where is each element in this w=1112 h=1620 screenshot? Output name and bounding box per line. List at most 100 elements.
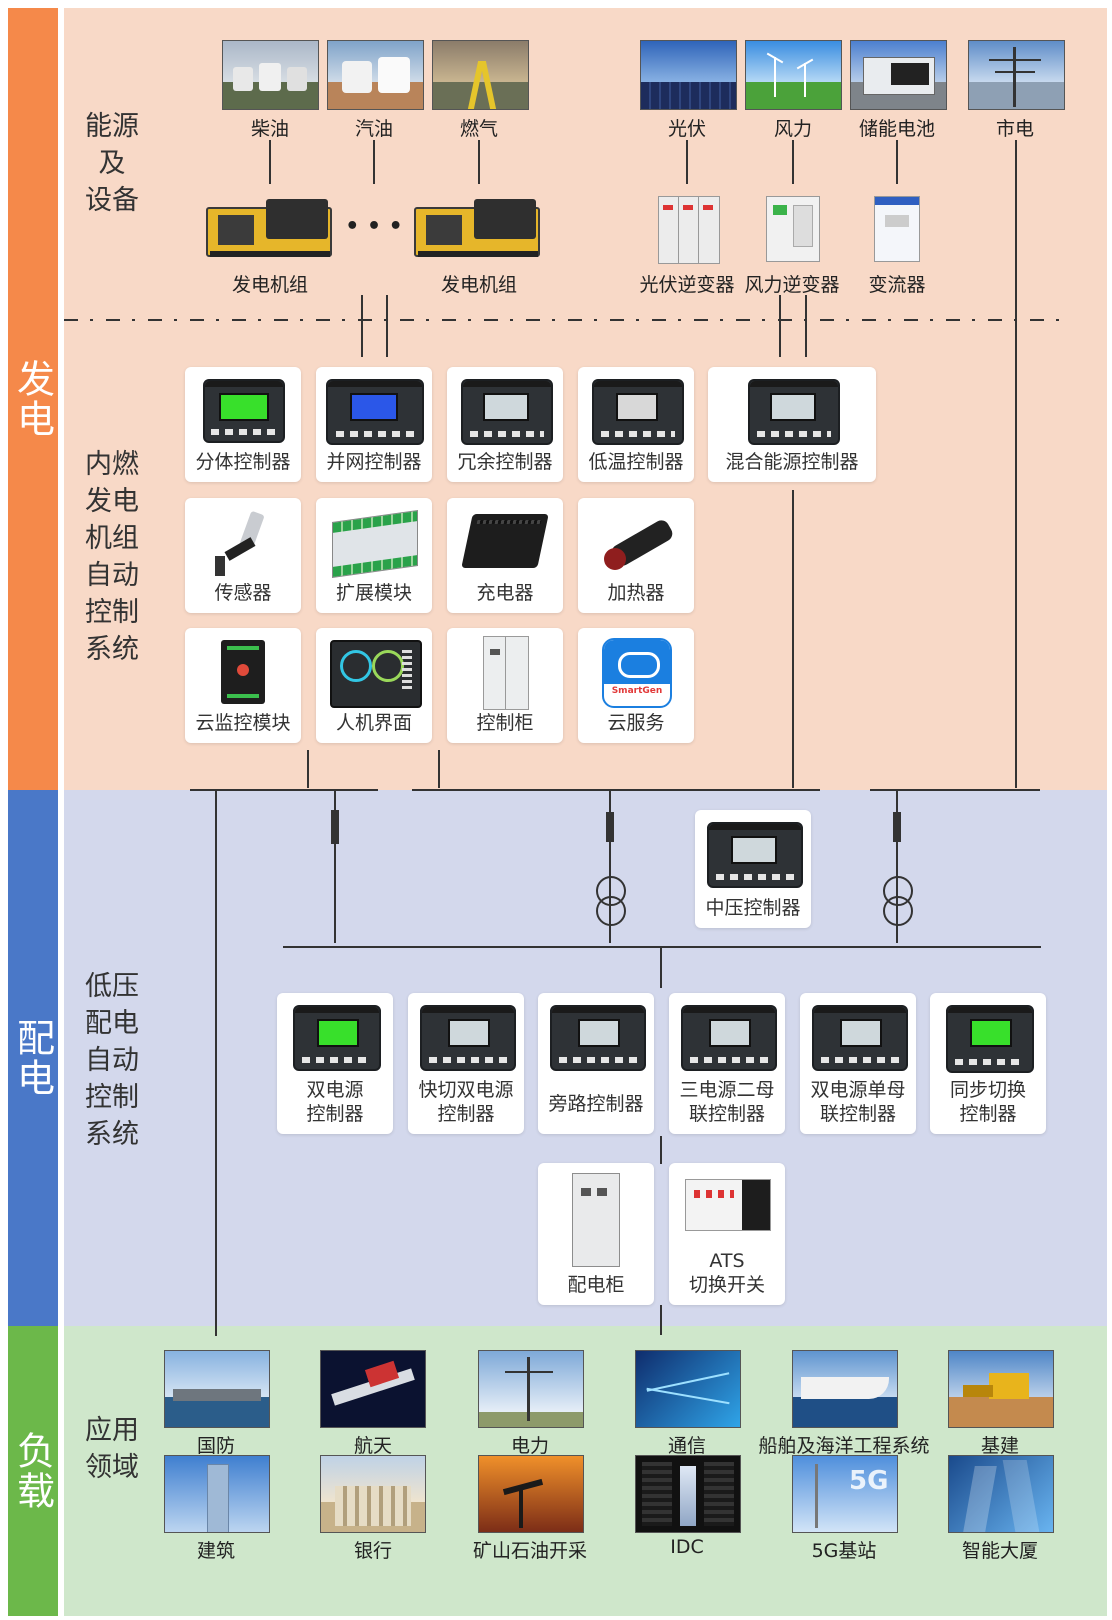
genset-label: 发电机组: [231, 274, 309, 296]
dist-controller-label: 双电源单母: [810, 1079, 906, 1101]
application-label: IDC: [670, 1536, 704, 1558]
arrow-line: [896, 140, 898, 184]
distribution-cabinet-card[interactable]: 配电柜: [538, 1163, 654, 1305]
system-label-line: 系统: [85, 634, 139, 665]
application-field-label: 应用 领域: [82, 1412, 142, 1486]
energy-label-line: 能源: [85, 111, 139, 142]
controller-card[interactable]: 冗余控制器: [447, 367, 563, 482]
application-label: 基建: [980, 1435, 1020, 1457]
mining-photo: [478, 1455, 584, 1533]
system-label-line: 发电: [85, 486, 139, 517]
accessory-card[interactable]: 扩展模块: [316, 498, 432, 613]
ats-switch-icon: [685, 1179, 771, 1231]
extra-label: 人机界面: [335, 712, 412, 734]
idc-photo: [635, 1455, 741, 1533]
dist-controller-label: 双电源: [306, 1079, 364, 1101]
arrow-line: [779, 295, 781, 357]
mv-controller-card[interactable]: 中压控制器: [695, 810, 811, 928]
cloud-brand: SmartGen: [611, 686, 663, 696]
dist-controller-label: 控制器: [437, 1103, 495, 1125]
dist-controller-card[interactable]: 同步切换 控制器: [930, 993, 1046, 1134]
arrow-line: [269, 140, 271, 184]
extra-card[interactable]: SmartGen 云服务: [578, 628, 694, 743]
power-photo: [478, 1350, 584, 1428]
distribution-cabinet-label: 配电柜: [567, 1274, 625, 1296]
feeder-line: [896, 791, 898, 943]
dist-controller-label: 控制器: [306, 1103, 364, 1125]
application-label: 银行: [353, 1540, 393, 1562]
application-label: 智能大厦: [961, 1540, 1039, 1562]
arrow-line: [792, 490, 794, 788]
dist-controller-label: 旁路控制器: [548, 1093, 644, 1115]
application-label: 通信: [667, 1435, 707, 1457]
accessory-card[interactable]: 传感器: [185, 498, 301, 613]
controller-card[interactable]: 低温控制器: [578, 367, 694, 482]
genset-label: 发电机组: [440, 274, 518, 296]
charger-icon: [461, 514, 549, 568]
extra-label: 云监控模块: [195, 712, 291, 734]
wind-photo: [745, 40, 842, 110]
distribution-cabinet-icon: [572, 1173, 620, 1267]
feeder-line: [609, 791, 611, 943]
cloud-service-icon: SmartGen: [602, 638, 672, 708]
defense-photo: [164, 1350, 270, 1428]
building-photo: [164, 1455, 270, 1533]
dist-label-line: 自动: [85, 1045, 139, 1076]
accessory-card[interactable]: 加热器: [578, 498, 694, 613]
smart-building-photo: [948, 1455, 1054, 1533]
dist-controller-card[interactable]: 旁路控制器: [538, 993, 654, 1134]
telecom-photo: [635, 1350, 741, 1428]
accessory-label: 传感器: [214, 582, 272, 604]
pv-inverter-label: 光伏逆变器: [639, 274, 735, 296]
5g-badge: 5G: [849, 1466, 889, 1496]
5g-base-station-photo: 5G: [792, 1455, 898, 1533]
marine-photo: [792, 1350, 898, 1428]
dist-controller-label: 联控制器: [819, 1103, 896, 1125]
source-label-battery: 储能电池: [858, 118, 936, 140]
dist-controller-card[interactable]: 双电源 控制器: [277, 993, 393, 1134]
sidebar-load-label: 负载: [10, 1431, 55, 1511]
genset-ellipsis: • • •: [345, 214, 403, 239]
energy-label-line: 设备: [85, 185, 139, 216]
busbar: [283, 946, 1041, 948]
controller-label: 混合能源控制器: [725, 451, 859, 473]
arrow-line: [1015, 140, 1017, 788]
system-label-line: 控制: [85, 597, 139, 628]
accessory-card[interactable]: 充电器: [447, 498, 563, 613]
gasoline-photo: [327, 40, 424, 110]
sidebar-distribution: 配电: [8, 790, 58, 1326]
extra-card[interactable]: 人机界面: [316, 628, 432, 743]
accessory-label: 加热器: [607, 582, 665, 604]
arrow-line: [386, 295, 388, 357]
sidebar-generation: 发电: [8, 8, 58, 790]
dist-controller-card[interactable]: 三电源二母 联控制器: [669, 993, 785, 1134]
controller-card[interactable]: 分体控制器: [185, 367, 301, 482]
cloud-monitor-module-icon: [221, 640, 265, 704]
dist-controller-card[interactable]: 双电源单母 联控制器: [800, 993, 916, 1134]
ats-card[interactable]: ATS 切换开关: [669, 1163, 785, 1305]
feeder-line: [215, 791, 217, 1336]
breaker-icon: [606, 812, 614, 842]
controller-card[interactable]: 混合能源控制器: [708, 367, 876, 482]
transformer-icon: [883, 896, 913, 926]
controller-label: 冗余控制器: [457, 451, 553, 473]
busbar: [190, 789, 378, 791]
system-label-line: 内燃: [85, 449, 139, 480]
transformer-icon: [596, 896, 626, 926]
accessory-label: 充电器: [476, 582, 534, 604]
extra-card[interactable]: 控制柜: [447, 628, 563, 743]
dist-controller-card[interactable]: 快切双电源 控制器: [408, 993, 524, 1134]
controller-label: 分体控制器: [195, 451, 291, 473]
dist-label-line: 低压: [85, 971, 139, 1002]
application-label: 5G基站: [811, 1540, 877, 1562]
sidebar-generation-label: 发电: [10, 359, 55, 439]
arrow-line: [438, 750, 440, 788]
wind-inverter-label: 风力逆变器: [744, 274, 840, 296]
application-label: 电力: [510, 1435, 550, 1457]
source-label-solar: 光伏: [667, 118, 707, 140]
application-label: 航天: [353, 1435, 393, 1457]
extra-card[interactable]: 云监控模块: [185, 628, 301, 743]
controller-card[interactable]: 并网控制器: [316, 367, 432, 482]
diesel-photo: [222, 40, 319, 110]
dist-controller-label: 同步切换: [949, 1079, 1026, 1101]
